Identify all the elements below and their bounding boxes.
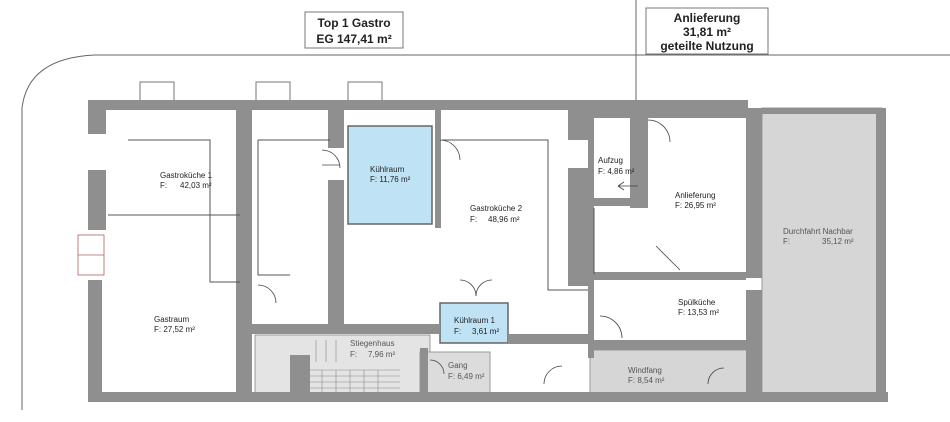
kuehlraum1-name: Kühlraum 1 <box>454 316 495 325</box>
gastraum-name: Gastraum <box>154 315 189 324</box>
kuehlraum1-area: 3,61 m² <box>472 327 499 336</box>
gang-area: F: 6,49 m² <box>448 372 485 381</box>
delivery-area: 31,81 m² <box>683 25 731 39</box>
spuelkueche-name: Spülküche <box>678 298 716 307</box>
gastro-area: EG 147,41 m² <box>316 32 391 46</box>
spuelkueche-area: F: 13,53 m² <box>678 308 719 317</box>
gastrokueche2-area: 48,96 m² <box>488 215 520 224</box>
anlieferung-area: F: 26,95 m² <box>675 201 716 210</box>
stiegenhaus-area <box>254 334 431 401</box>
gastrokueche2-name: Gastroküche 2 <box>470 204 523 213</box>
roof-vent-2 <box>255 81 291 103</box>
durchfahrt-area: 35,12 m² <box>822 237 854 246</box>
aufzug-area: F: 4,86 m² <box>598 167 635 176</box>
gastrokueche1-area: 42,03 m² <box>180 181 212 190</box>
entry-steps <box>77 234 105 276</box>
elevator-arrow <box>617 181 638 191</box>
gastrokueche1-name: Gastroküche 1 <box>160 171 213 180</box>
stiegenhaus-name: Stiegenhaus <box>350 339 394 348</box>
kuehlraum1-room <box>439 302 509 344</box>
roof-vent-1 <box>139 81 175 103</box>
gang-name: Gang <box>448 361 468 370</box>
kuehlraum-area: F: 11,76 m² <box>370 175 411 184</box>
delivery-note: geteilte Nutzung <box>660 39 753 53</box>
stiegenhaus-prefix: F: <box>350 350 357 359</box>
gastrokueche1-prefix: F: <box>160 181 167 190</box>
walls <box>88 100 888 402</box>
gastrokueche2-prefix: F: <box>470 215 477 224</box>
durchfahrt-name: Durchfahrt Nachbar <box>783 227 853 236</box>
roof-vent-3 <box>347 81 383 103</box>
durchfahrt-area <box>761 107 883 401</box>
kuehlraum-name: Kühlraum <box>370 165 405 174</box>
gastro-title: Top 1 Gastro <box>317 16 390 30</box>
kuehlraum-room <box>347 125 433 225</box>
doors <box>257 119 725 385</box>
stiegenhaus-area: 7,96 m² <box>368 350 395 359</box>
gastraum-area: F: 27,52 m² <box>154 325 195 334</box>
kuehlraum1-prefix: F: <box>454 327 461 336</box>
durchfahrt-prefix: F: <box>783 237 790 246</box>
aufzug-name: Aufzug <box>598 156 623 165</box>
anlieferung-name: Anlieferung <box>675 191 715 200</box>
delivery-title: Anlieferung <box>674 11 741 25</box>
windfang-area <box>589 349 763 401</box>
delivery-header-box <box>645 7 769 55</box>
gastro-header-box <box>304 11 404 49</box>
street-curve <box>21 54 950 109</box>
interior-lines <box>108 139 595 291</box>
windfang-name: Windfang <box>628 366 662 375</box>
windfang-area: F: 8,54 m² <box>628 376 665 385</box>
